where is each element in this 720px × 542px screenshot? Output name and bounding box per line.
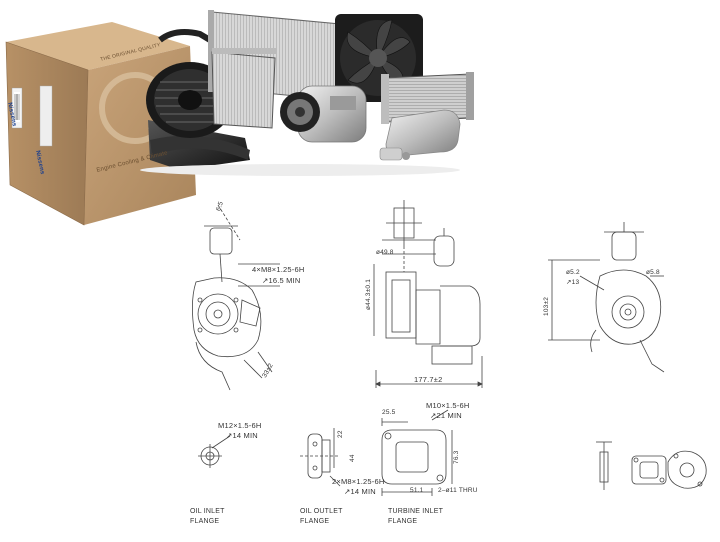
dim-label-d49-8: ø49.8 (376, 249, 394, 256)
depth-label-13: ↗13 (566, 279, 580, 286)
depth-label-14a: ↗14 MIN (226, 431, 258, 440)
dim-label-d5-2: ø5.2 (566, 269, 580, 276)
evaporator (211, 48, 276, 129)
caption-oil-inlet-line2: FLANGE (190, 518, 220, 525)
technical-drawings (192, 200, 707, 496)
dim-label-d44-3: ø44.3±0.1 (365, 278, 372, 310)
dim-label-76-3: 76.3 (453, 450, 460, 464)
turbine-inlet-flange-drawing (381, 409, 453, 496)
thread-label-2: M12×1.5-6H (218, 421, 262, 430)
dim-label-25-5: 25.5 (382, 409, 396, 416)
caption-oil-outlet-line1: OIL OUTLET (300, 508, 343, 515)
dim-label-44: 44 (349, 454, 356, 462)
turbo-view-center (373, 200, 483, 388)
turbo-view-left (192, 204, 280, 391)
caption-turbine-inlet-line2: FLANGE (388, 518, 418, 525)
cardboard-box (5, 22, 196, 226)
dim-label-d5-8: ø5.8 (646, 269, 660, 276)
turbo-view-right (548, 222, 665, 373)
thread-label-4: M10×1.5-6H (426, 401, 470, 410)
dim-label-51-1: 51.1 (410, 487, 424, 494)
depth-label-21: ↗21 MIN (430, 411, 462, 420)
depth-label-1: ↗16.5 MIN (262, 276, 301, 285)
gasket-kit-drawing (596, 441, 707, 490)
caption-oil-outlet-line2: FLANGE (300, 518, 330, 525)
dim-label-177-7: 177.7±2 (414, 375, 443, 384)
oil-inlet-flange-drawing (198, 435, 231, 468)
depth-label-14b: ↗14 MIN (344, 487, 376, 496)
heater-core (381, 72, 474, 124)
caption-oil-inlet-line1: OIL INLET (190, 508, 225, 515)
receiver-drier (379, 109, 461, 161)
holes-label: 2–ø11 THRU (438, 487, 478, 494)
dim-label-103: 103±2 (543, 296, 550, 316)
dim-label-22: 22 (337, 430, 344, 438)
oil-outlet-flange-drawing (300, 428, 341, 487)
thread-label-1: 4×M8×1.25-6H (252, 265, 305, 274)
thread-label-3: 2×M8×1.25-6H (332, 477, 385, 486)
ac-compressor (280, 85, 367, 143)
caption-turbine-inlet-line1: TURBINE INLET (388, 508, 444, 515)
